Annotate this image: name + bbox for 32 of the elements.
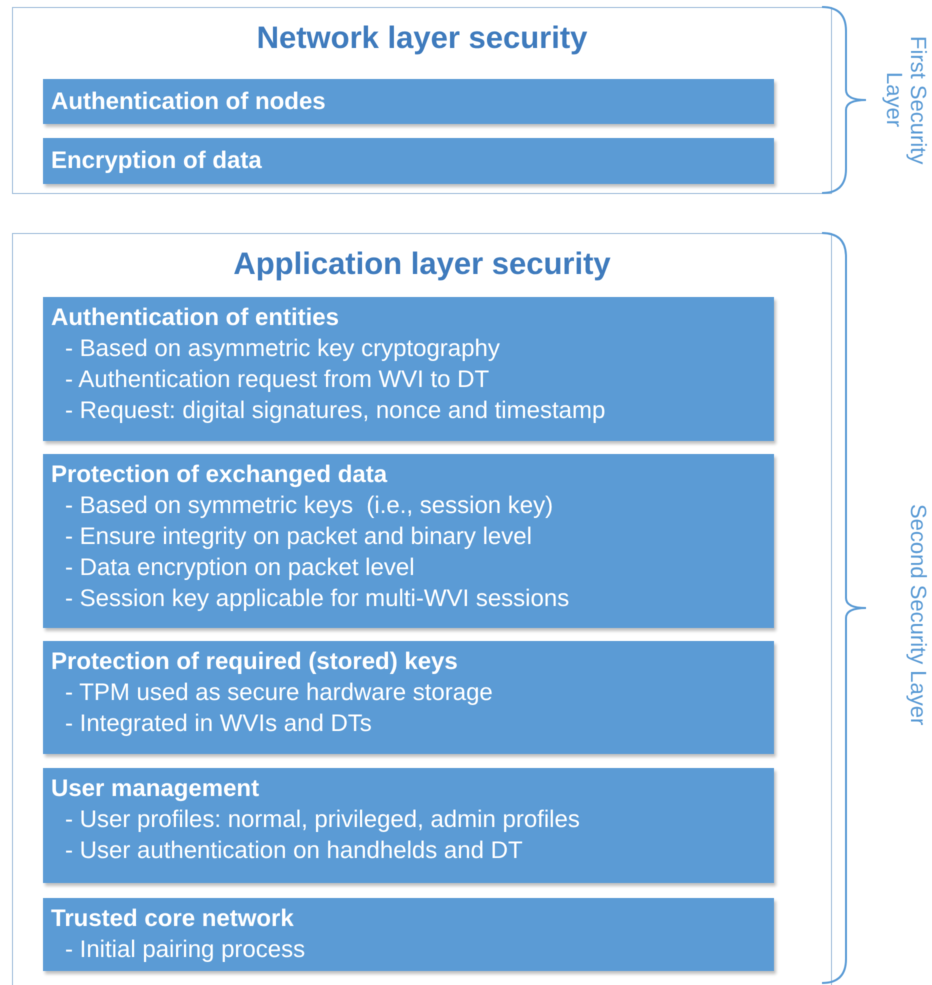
bullet-item: - User profiles: normal, privileged, admin profiles (64, 805, 580, 835)
bullet-item: - Based on asymmetric key cryptography (64, 334, 500, 364)
security-bar (43, 454, 774, 628)
layer-panel (12, 7, 832, 194)
bar-heading: Encryption of data (51, 146, 262, 176)
layer-label: Second Security Layer (905, 503, 930, 728)
security-bar (43, 79, 774, 124)
panel-title: Network layer security (256, 20, 588, 56)
bullet-item: - Integrated in WVIs and DTs (64, 709, 372, 739)
security-bar (43, 297, 774, 441)
layer-panel (12, 233, 832, 985)
security-bar (43, 898, 774, 971)
bar-heading: Protection of required (stored) keys (51, 647, 458, 677)
bar-heading: Protection of exchanged data (51, 460, 388, 490)
bar-heading: Authentication of entities (51, 303, 339, 333)
bullet-item: - Session key applicable for multi-WVI sessions (64, 584, 570, 614)
bar-heading: Authentication of nodes (51, 86, 326, 116)
bullet-item: - Authentication request from WVI to DT (64, 365, 490, 395)
bar-heading: Trusted core network (51, 904, 294, 934)
security-bar (43, 138, 774, 184)
panel-title: Application layer security (232, 246, 612, 282)
bullet-item: - Ensure integrity on packet and binary level (64, 522, 532, 552)
security-bar (43, 768, 774, 883)
layer-label: First Security Layer (881, 34, 930, 166)
security-bar (43, 641, 774, 754)
bullet-item: - User authentication on handhelds and DT (64, 836, 523, 866)
bullet-item: - Based on symmetric keys (i.e., session key) (64, 491, 554, 521)
bullet-item: - Initial pairing process (64, 935, 306, 965)
bullet-item: - Data encryption on packet level (64, 553, 415, 583)
bullet-item: - TPM used as secure hardware storage (64, 678, 493, 708)
bullet-item: - Request: digital signatures, nonce and timestamp (64, 396, 606, 426)
bar-heading: User management (51, 774, 260, 804)
